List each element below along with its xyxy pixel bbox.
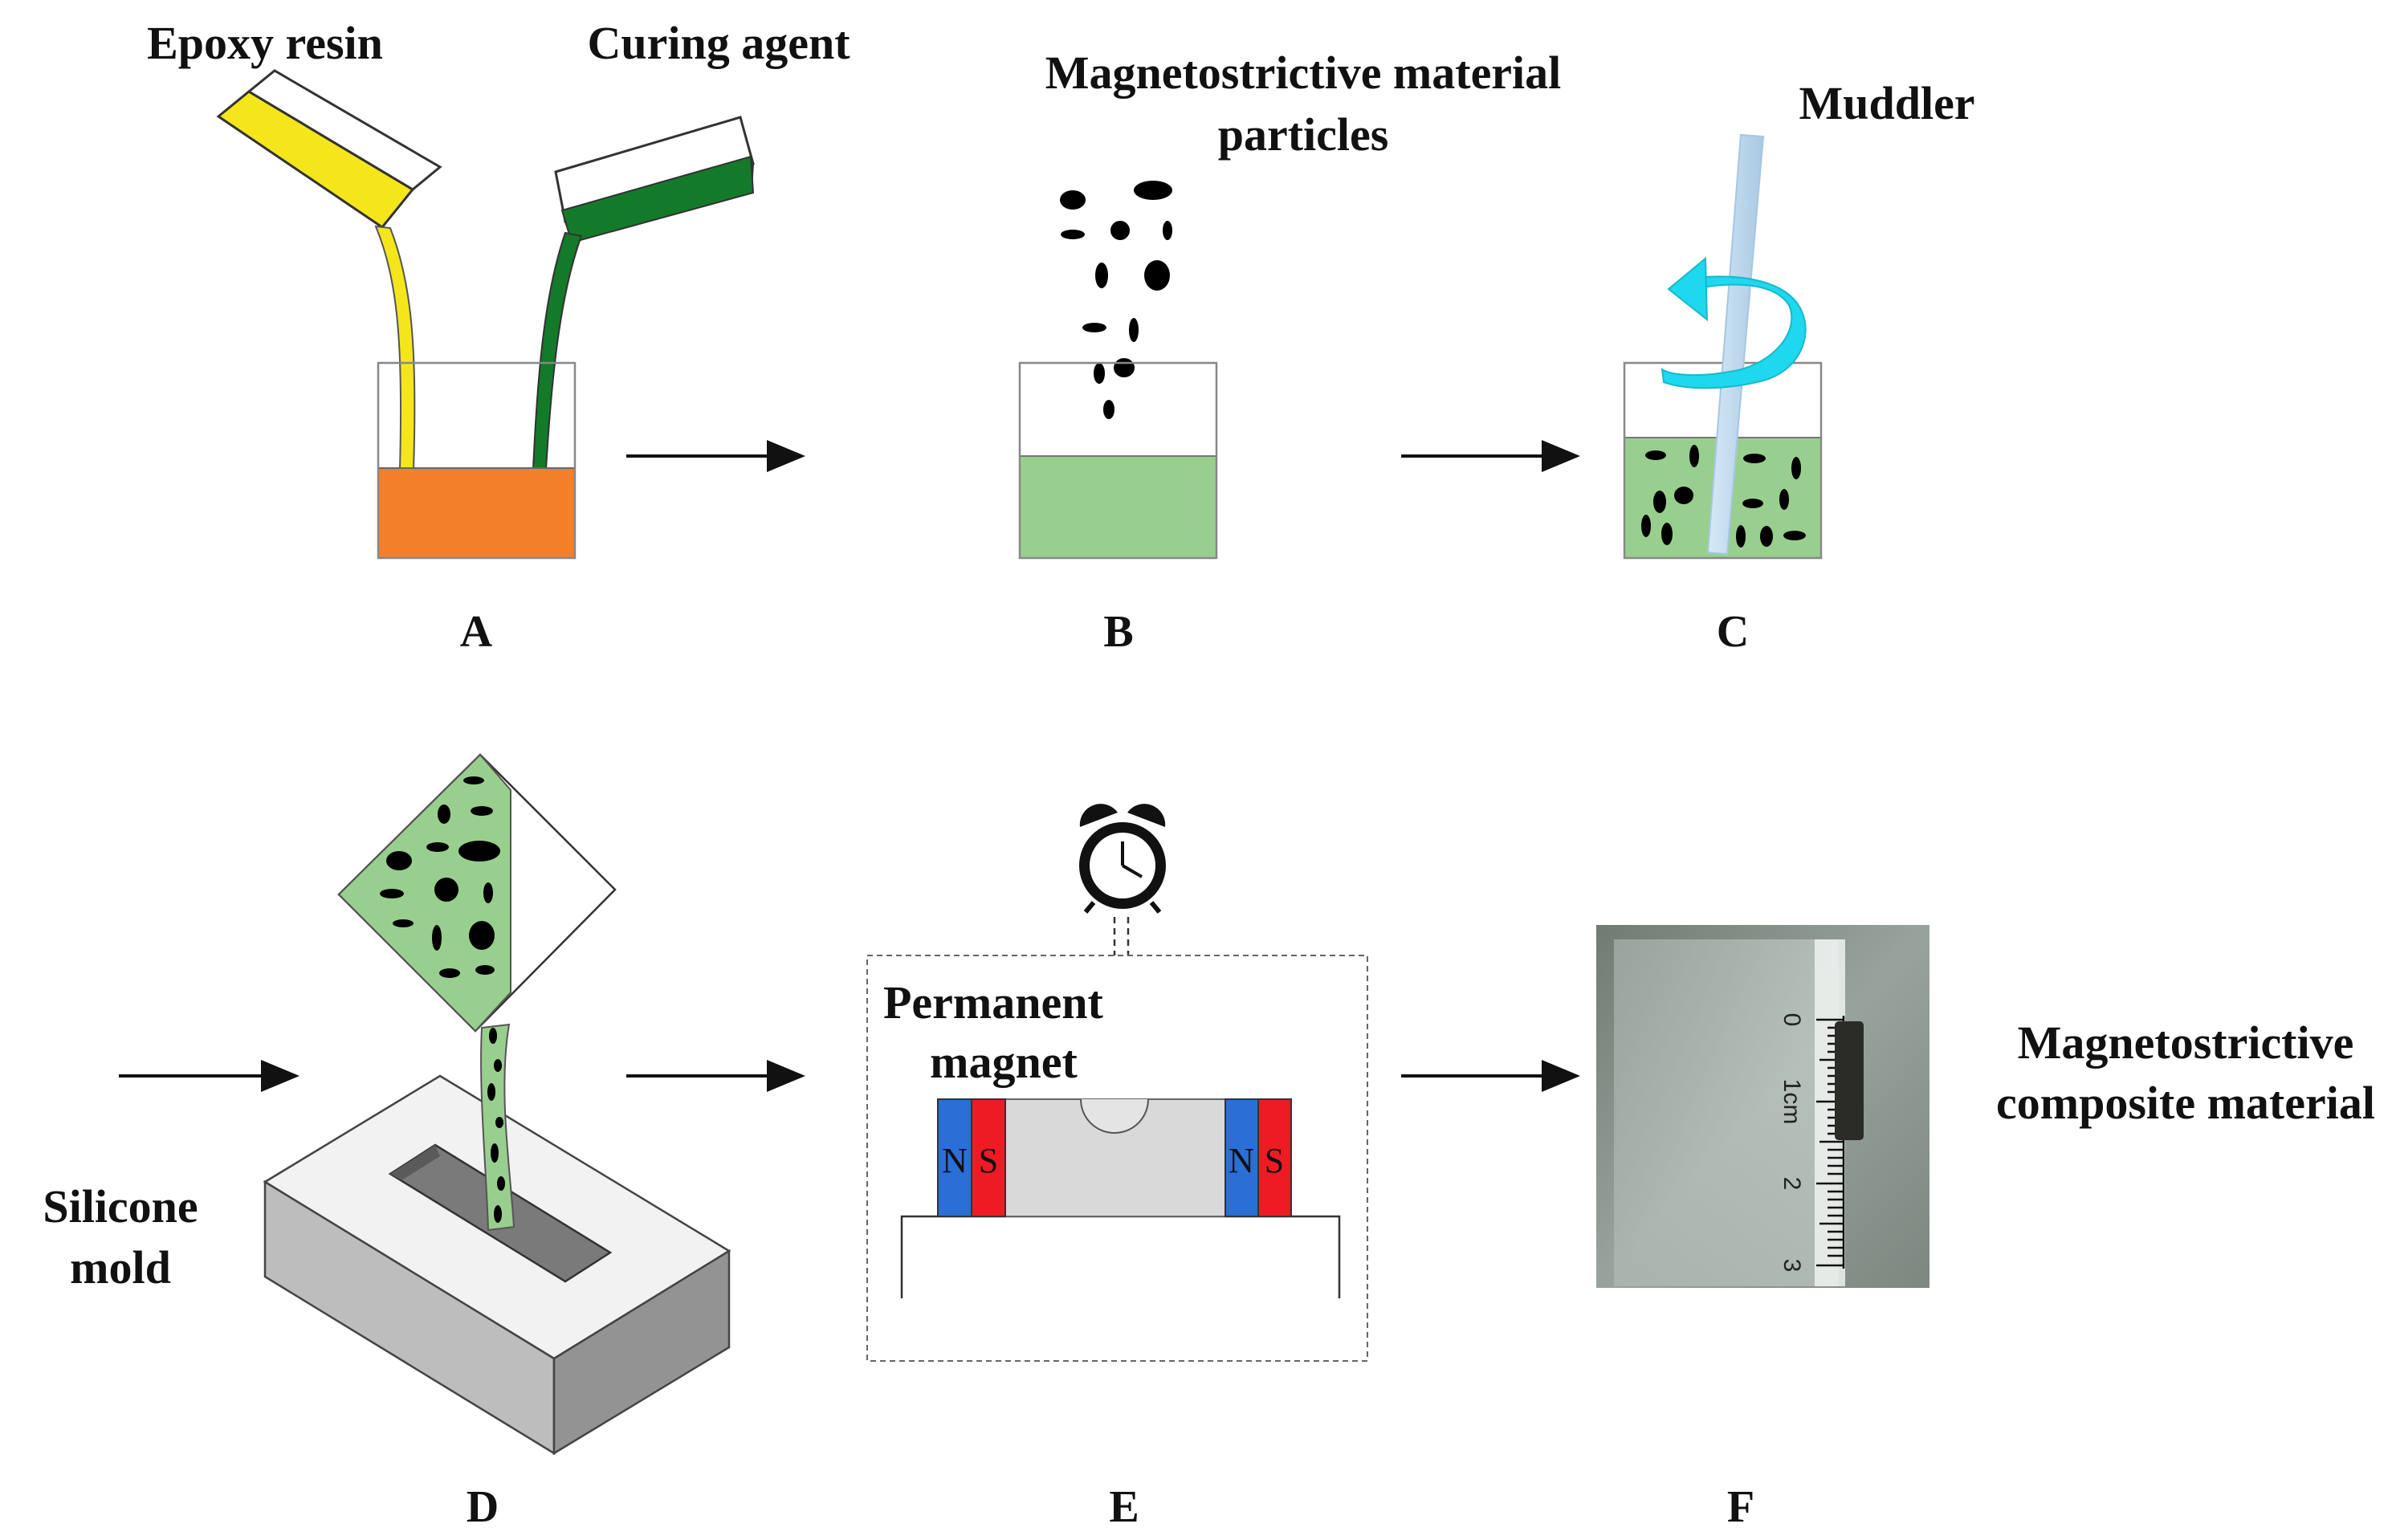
ruler-tick-3: 3 (1779, 1259, 1805, 1273)
panel-c: Muddler C (1623, 77, 1975, 657)
suspended-particles (1641, 445, 1806, 548)
curing-agent-label: Curing agent (587, 17, 850, 69)
alarm-clock-icon (1079, 804, 1166, 914)
right-magnet-south-pole: S (1265, 1141, 1284, 1180)
permanent-magnet-label-line-1: Permanent (883, 976, 1103, 1029)
step-f-label: F (1727, 1482, 1754, 1532)
stream-particles (487, 1028, 505, 1223)
panel-d: Silicone mold (43, 753, 731, 1532)
step-b-label: B (1103, 607, 1133, 657)
panel-f: 0 1cm 2 3 Magnetostrictive composite mat… (1596, 925, 2375, 1532)
panel-b: Magnetostrictive material particles B (1018, 47, 1562, 657)
ruler-tick-1cm: 1cm (1779, 1079, 1805, 1125)
muddler-label: Muddler (1799, 77, 1974, 129)
magnet-base-platform (900, 1215, 1341, 1298)
muddler-rod (1706, 133, 1765, 556)
step-a-label: A (460, 607, 493, 657)
step-d-label: D (467, 1482, 499, 1532)
mold-cavity (1080, 1098, 1149, 1134)
beaker-b (1018, 361, 1218, 560)
silicone-mold-label-line-2: mold (70, 1241, 171, 1294)
container-particles (380, 776, 500, 978)
epoxy-resin-bottle (216, 69, 442, 230)
curing-agent-bottle (554, 116, 755, 244)
panel-a: Epoxy resin Curing agent A (147, 17, 850, 657)
panel-e: Permanent magnet N S N S E (866, 804, 1368, 1532)
step-c-label: C (1717, 607, 1749, 657)
particles-label-line-2: particles (1218, 108, 1389, 161)
right-magnet (1224, 1098, 1292, 1217)
epoxy-resin-stream (374, 225, 416, 471)
ruler-tick-2: 2 (1779, 1177, 1805, 1191)
left-magnet-south-pole: S (979, 1141, 998, 1180)
composite-material-label-line-1: Magnetostrictive (2018, 1016, 2354, 1069)
epoxy-resin-label: Epoxy resin (147, 17, 383, 69)
left-magnet (937, 1098, 1006, 1217)
composite-material-label-line-2: composite material (1996, 1077, 2375, 1129)
right-magnet-north-pole: N (1229, 1141, 1254, 1180)
stir-rotation-arrow-icon (1660, 256, 1807, 389)
step-e-label: E (1109, 1482, 1139, 1532)
composite-sample-rod (1835, 1021, 1864, 1140)
particles-label-line-1: Magnetostrictive material (1045, 47, 1562, 99)
permanent-magnet-label-line-2: magnet (930, 1036, 1078, 1088)
left-magnet-north-pole: N (942, 1141, 968, 1180)
composite-sample-photo (1596, 925, 1929, 1288)
beaker-a (377, 361, 577, 560)
pouring-container (337, 753, 617, 1033)
silicone-mold-label-line-1: Silicone (43, 1180, 198, 1232)
ruler-tick-0: 0 (1779, 1013, 1805, 1027)
falling-particles (1060, 181, 1172, 419)
